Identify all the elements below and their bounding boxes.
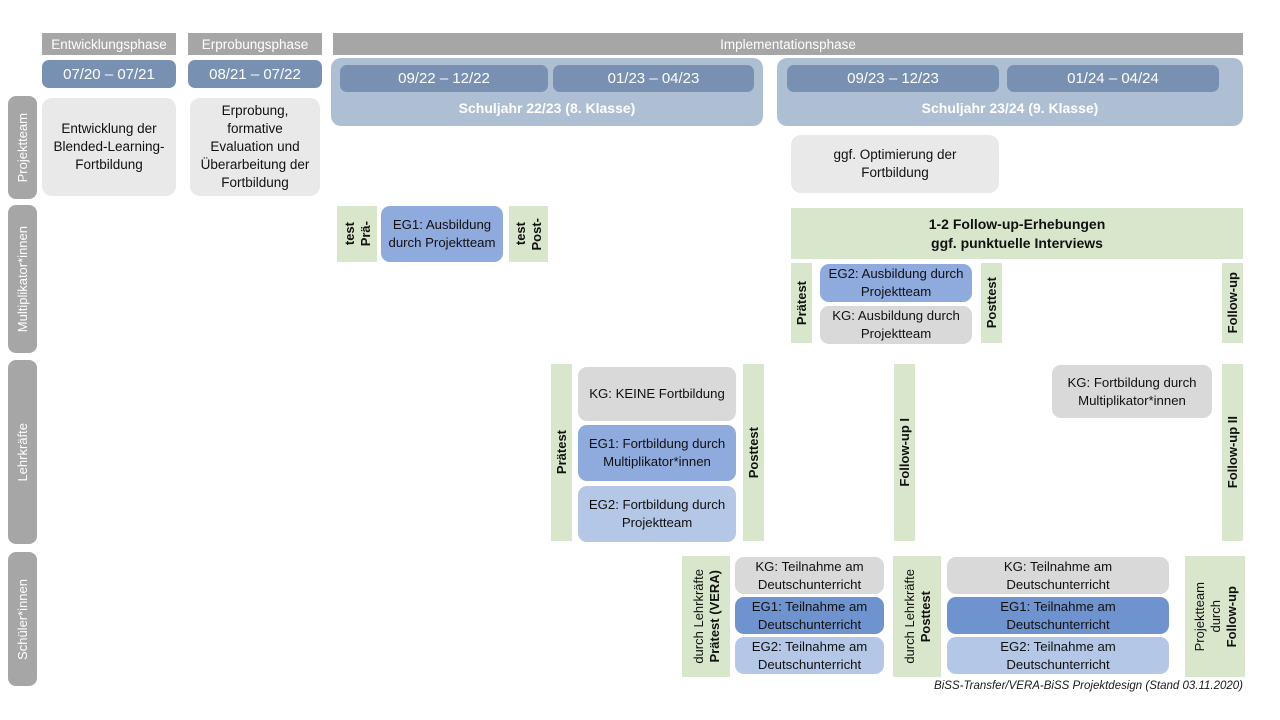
followup-label: Follow-up xyxy=(1225,272,1240,334)
phase-header-implementationsphase: Implementationsphase xyxy=(333,33,1243,55)
card-schueler-eg2-right: EG2: Teilnahme am Deutschunterricht xyxy=(947,637,1169,674)
card-label: KG: Ausbildung durch Projektteam xyxy=(832,308,960,341)
sidebar-item-projektteam[interactable]: Projektteam xyxy=(8,96,37,199)
card-schueler-eg1-right: EG1: Teilnahme am Deutschunterricht xyxy=(947,597,1169,634)
phase-label: Erprobungsphase xyxy=(201,36,309,52)
praetest-label: Prätest xyxy=(554,430,569,475)
school-year-2223-group: 09/22 – 12/22 01/23 – 04/23 Schuljahr 22… xyxy=(331,58,763,126)
green-praetest-vera-schuelerinnen: Prätest (VERA) durch Lehrkräfte xyxy=(682,556,730,677)
card-schueler-kg-left: KG: Teilnahme am Deutschunterricht xyxy=(735,557,884,594)
green-followup-1-lehrkraefte: Follow-up I xyxy=(894,364,915,541)
card-label: EG1: Fortbildung durch Multiplikator*inn… xyxy=(588,436,726,469)
card-label: EG2: Ausbildung durch Projektteam xyxy=(828,266,964,299)
followup-label: Follow-up I xyxy=(897,418,912,487)
card-label: KG: KEINE Fortbildung xyxy=(589,386,725,402)
green-posttest-lehrkraefte: Posttest xyxy=(743,364,764,541)
school-year-2223-label: Schuljahr 22/23 (8. Klasse) xyxy=(331,96,763,120)
period-0821-0722: 08/21 – 07/22 xyxy=(188,60,322,88)
period-0922-1222: 09/22 – 12/22 xyxy=(340,65,548,92)
card-label: KG: Fortbildung durch Multiplikator*inne… xyxy=(1067,374,1197,408)
period-label: 09/22 – 12/22 xyxy=(398,70,490,87)
green-followup-schuelerinnen: Follow-up durch Projektteam xyxy=(1185,556,1245,677)
card-schueler-eg2-left: EG2: Teilnahme am Deutschunterricht xyxy=(735,637,884,674)
card-schueler-eg1-left: EG1: Teilnahme am Deutschunterricht xyxy=(735,597,884,634)
phase-label: Implementationsphase xyxy=(720,36,856,52)
sidebar-item-label: Multiplikator*innen xyxy=(15,225,30,333)
green-posttest-multiplikatoren-1: Post- test xyxy=(509,206,548,262)
card-eg2-fortbildung-projektteam: EG2: Fortbildung durch Projektteam xyxy=(578,486,736,542)
card-kg-ausbildung-projektteam: KG: Ausbildung durch Projektteam xyxy=(820,306,972,344)
period-label: 09/23 – 12/23 xyxy=(847,70,939,87)
card-label: EG2: Teilnahme am Deutschunterricht xyxy=(751,638,868,672)
followup-sub2-label: Projektteam xyxy=(1191,581,1207,652)
banner-line2: ggf. punktuelle Interviews xyxy=(931,234,1103,251)
footer-text: BiSS-Transfer/VERA-BiSS Projektdesign (S… xyxy=(934,680,1243,692)
card-label: KG: Teilnahme am Deutschunterricht xyxy=(755,558,864,592)
green-posttest-schuelerinnen: Posttest durch Lehrkräfte xyxy=(893,556,941,677)
card-kg-fortbildung-multiplikatoren: KG: Fortbildung durch Multiplikator*inne… xyxy=(1052,365,1212,418)
posttest-line2: test xyxy=(513,222,528,246)
card-eg2-ausbildung-projektteam: EG2: Ausbildung durch Projektteam xyxy=(820,264,972,302)
praetest-main-label: Prätest (VERA) xyxy=(706,570,722,663)
period-label: 07/20 – 07/21 xyxy=(63,65,155,83)
sidebar-item-label: Projektteam xyxy=(15,112,30,183)
school-year-2324-group: 09/23 – 12/23 01/24 – 04/24 Schuljahr 23… xyxy=(777,58,1243,126)
card-eg1-fortbildung-multiplikatoren: EG1: Fortbildung durch Multiplikator*inn… xyxy=(578,425,736,481)
green-followup-2-lehrkraefte: Follow-up II xyxy=(1222,364,1243,541)
period-label: 08/21 – 07/22 xyxy=(209,65,301,83)
card-label: ggf. Optimierung der Fortbildung xyxy=(833,147,957,180)
period-0923-1223: 09/23 – 12/23 xyxy=(787,65,999,92)
period-label: 01/23 – 04/23 xyxy=(607,70,700,87)
card-label: EG2: Teilnahme am Deutschunterricht xyxy=(1000,638,1116,672)
card-label: KG: Teilnahme am Deutschunterricht xyxy=(1003,558,1113,592)
posttest-sub-label: durch Lehrkräfte xyxy=(901,569,917,664)
school-year-label-text: Schuljahr 22/23 (8. Klasse) xyxy=(458,100,636,116)
period-0124-0424: 01/24 – 04/24 xyxy=(1007,65,1219,92)
period-0720-0721: 07/20 – 07/21 xyxy=(42,60,176,88)
praetest-line2: test xyxy=(341,222,357,246)
card-label: EG1: Ausbildung durch Projektteam xyxy=(388,217,496,250)
praetest-sub-label: durch Lehrkräfte xyxy=(690,569,706,664)
posttest-line1: Post- xyxy=(529,217,544,251)
card-label: EG1: Teilnahme am Deutschunterricht xyxy=(751,598,868,632)
phase-header-entwicklungsphase: Entwicklungsphase xyxy=(42,33,176,55)
sidebar-item-schuelerinnen[interactable]: Schüler*innen xyxy=(8,552,37,686)
praetest-label: Prätest xyxy=(794,280,809,326)
school-year-label-text: Schuljahr 23/24 (9. Klasse) xyxy=(921,100,1099,116)
praetest-line1: Prä- xyxy=(357,221,373,247)
sidebar-item-label: Schüler*innen xyxy=(15,578,30,660)
sidebar-item-label: Lehrkräfte xyxy=(15,422,30,482)
green-posttest-multiplikatoren-2: Posttest xyxy=(981,263,1002,343)
sidebar-item-multiplikatorinnen[interactable]: Multiplikator*innen xyxy=(8,205,37,353)
card-entwicklung-blended-learning: Entwicklung der Blended-Learning-Fortbil… xyxy=(42,98,176,196)
green-praetest-multiplikatoren-1: Prä- test xyxy=(337,206,377,262)
green-praetest-multiplikatoren-2: Prätest xyxy=(791,263,812,343)
posttest-main-label: Posttest xyxy=(917,590,933,643)
card-kg-keine-fortbildung: KG: KEINE Fortbildung xyxy=(578,367,736,421)
card-eg1-ausbildung-projektteam: EG1: Ausbildung durch Projektteam xyxy=(381,206,503,262)
green-praetest-lehrkraefte: Prätest xyxy=(551,364,572,541)
sidebar-item-lehrkraefte[interactable]: Lehrkräfte xyxy=(8,360,37,544)
banner-line1: 1-2 Follow-up-Erhebungen xyxy=(928,215,1106,232)
posttest-label: Posttest xyxy=(746,426,761,479)
posttest-label: Posttest xyxy=(984,277,999,329)
card-label: EG1: Teilnahme am Deutschunterricht xyxy=(1000,598,1116,632)
phase-header-erprobungsphase: Erprobungsphase xyxy=(188,33,322,55)
card-erprobung-evaluation: Erprobung, formative Evaluation und Über… xyxy=(190,98,320,196)
school-year-2324-label: Schuljahr 23/24 (9. Klasse) xyxy=(777,96,1243,120)
card-schueler-kg-right: KG: Teilnahme am Deutschunterricht xyxy=(947,557,1169,594)
green-followup-multiplikatoren: Follow-up xyxy=(1222,263,1243,343)
followup-sub1-label: durch xyxy=(1207,600,1223,633)
followup-label: Follow-up II xyxy=(1225,416,1240,489)
card-label: Erprobung, formative Evaluation und Über… xyxy=(200,103,310,190)
followup-main-label: Follow-up xyxy=(1223,585,1239,648)
banner-followup-erhebungen: 1-2 Follow-up-Erhebungen ggf. punktuelle… xyxy=(791,208,1243,259)
period-0123-0423: 01/23 – 04/23 xyxy=(553,65,754,92)
card-label: EG2: Fortbildung durch Projektteam xyxy=(588,497,726,530)
phase-label: Entwicklungsphase xyxy=(51,36,167,52)
card-label: Entwicklung der Blended-Learning-Fortbil… xyxy=(53,121,165,172)
card-optimierung-fortbildung: ggf. Optimierung der Fortbildung xyxy=(791,135,999,193)
footer-caption: BiSS-Transfer/VERA-BiSS Projektdesign (S… xyxy=(700,680,1243,696)
period-label: 01/24 – 04/24 xyxy=(1067,70,1159,87)
